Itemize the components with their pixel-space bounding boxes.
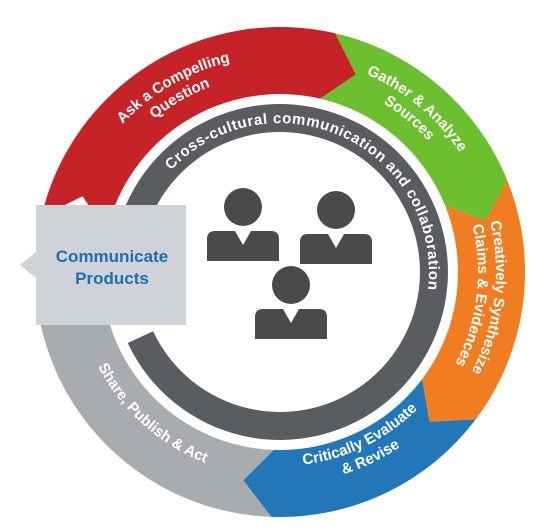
communicate-products-shape <box>20 205 186 325</box>
segment-ask <box>41 27 356 232</box>
box-label-line2: Products <box>75 269 149 288</box>
segment-gather <box>320 33 508 221</box>
segment-synthesize <box>422 180 526 422</box>
person-right-icon <box>300 191 372 264</box>
box-label-line1: Communicate <box>56 247 168 266</box>
communicate-products-box: Communicate Products <box>20 205 186 325</box>
segment-evaluate <box>243 379 476 518</box>
person-left-icon <box>207 188 279 261</box>
person-front-icon <box>255 266 327 339</box>
people-group-icon <box>207 188 372 339</box>
segment-share <box>38 279 274 517</box>
